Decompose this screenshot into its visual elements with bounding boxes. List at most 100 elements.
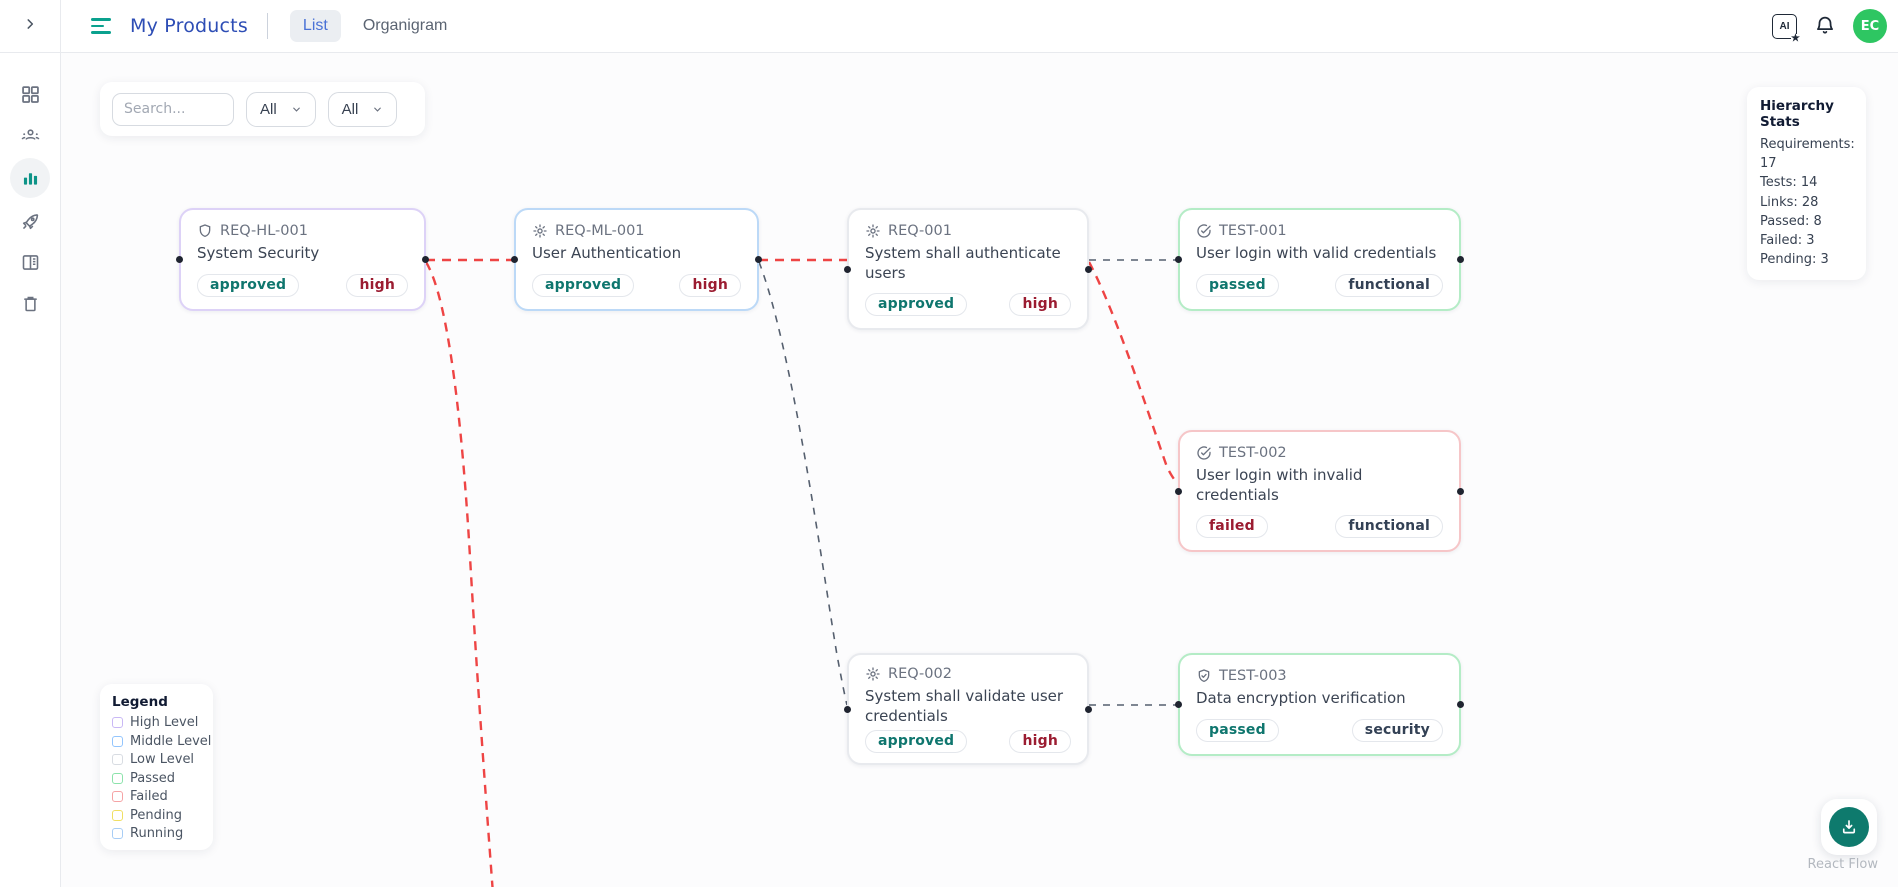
header-divider xyxy=(266,13,268,39)
node-handle-right[interactable] xyxy=(1457,700,1464,708)
sidebar-item-teams[interactable] xyxy=(10,117,50,153)
node-id: REQ-002 xyxy=(888,666,952,682)
legend-item-low-level: Low Level xyxy=(112,752,201,767)
edge-req001-test002 xyxy=(1087,261,1179,484)
node-handle-left[interactable] xyxy=(1175,255,1182,263)
node-id: TEST-003 xyxy=(1219,668,1287,684)
tag-badge: functional xyxy=(1335,515,1443,538)
chevron-right-icon xyxy=(27,19,34,29)
tab-organigram[interactable]: Organigram xyxy=(350,10,460,42)
tab-list[interactable]: List xyxy=(289,10,341,42)
shield-icon xyxy=(199,224,211,238)
tag-badge: high xyxy=(1009,293,1071,316)
legend-swatch xyxy=(112,735,123,747)
node-description: System shall validate user credentials xyxy=(865,687,1064,725)
flow-node-req-002[interactable]: REQ-002 System shall validate user crede… xyxy=(844,653,1092,765)
sidebar-item-launch[interactable] xyxy=(10,203,50,239)
download-button[interactable] xyxy=(1821,799,1877,855)
tag-badge: functional xyxy=(1335,273,1443,297)
node-handle-right[interactable] xyxy=(1085,705,1092,713)
node-id: TEST-001 xyxy=(1219,223,1287,239)
flow-node-test-003[interactable]: TEST-003 Data encryption verification pa… xyxy=(1175,653,1464,756)
node-id: REQ-ML-001 xyxy=(555,223,645,239)
node-handle-right[interactable] xyxy=(422,255,429,263)
node-id: TEST-002 xyxy=(1219,445,1287,461)
sidebar-expand-button[interactable] xyxy=(15,11,45,41)
legend-swatch xyxy=(112,828,123,839)
tag-badge: security xyxy=(1351,718,1443,742)
stats-pending: Pending: 3 xyxy=(1760,252,1829,268)
node-id-row: REQ-001 xyxy=(865,223,1071,239)
chevron-down-icon xyxy=(374,107,382,112)
filter-toolbar: All All xyxy=(100,82,425,136)
sidebar-item-analytics[interactable] xyxy=(10,158,50,198)
flow-canvas[interactable]: REQ-HL-001 System Security approved high… xyxy=(61,53,1898,887)
node-handle-right[interactable] xyxy=(1085,265,1092,273)
flow-node-req-hl-001[interactable]: REQ-HL-001 System Security approved high xyxy=(176,208,429,311)
filter-value: All xyxy=(341,100,359,118)
tag-badge: high xyxy=(679,273,741,297)
filter-dropdown-1[interactable]: All xyxy=(246,91,316,127)
node-badges: approved high xyxy=(532,273,741,297)
stats-failed: Failed: 3 xyxy=(1760,233,1815,249)
stats-requirements: Requirements: 17 xyxy=(1760,137,1855,172)
sidebar-item-documentation[interactable] xyxy=(10,244,50,280)
node-handle-left[interactable] xyxy=(844,705,851,713)
legend-item-high-level: High Level xyxy=(112,715,201,730)
filter-dropdown-2[interactable]: All xyxy=(327,91,398,127)
legend-swatch xyxy=(112,717,123,728)
node-id-row: REQ-HL-001 xyxy=(197,223,408,239)
flow-node-test-002[interactable]: TEST-002 User login with invalid credent… xyxy=(1175,430,1464,552)
node-badges: approved high xyxy=(865,293,1071,316)
node-description: Data encryption verification xyxy=(1196,689,1406,707)
stats-links: Links: 28 xyxy=(1760,194,1819,210)
status-badge: passed xyxy=(1196,273,1279,297)
search-input[interactable] xyxy=(112,92,234,126)
top-header: My Products List Organigram AI★ EC xyxy=(61,0,1898,53)
node-handle-left[interactable] xyxy=(511,255,518,263)
node-handle-right[interactable] xyxy=(1457,255,1464,263)
sidebar-item-dashboard[interactable] xyxy=(10,76,50,112)
stats-passed: Passed: 8 xyxy=(1760,213,1822,229)
edge-reqml001-req002 xyxy=(758,261,848,706)
node-handle-left[interactable] xyxy=(1175,700,1182,708)
legend-item-middle-level: Middle Level xyxy=(112,734,211,749)
node-id-row: TEST-001 xyxy=(1196,223,1443,239)
trash-icon xyxy=(23,296,37,311)
user-avatar[interactable]: EC xyxy=(1853,9,1887,43)
node-handle-left[interactable] xyxy=(844,265,851,273)
node-description: User login with invalid credentials xyxy=(1196,466,1363,504)
node-badges: approved high xyxy=(865,730,1071,753)
page-title: My Products xyxy=(130,15,248,37)
notifications-bell-icon[interactable] xyxy=(1814,14,1836,39)
flow-node-req-ml-001[interactable]: REQ-ML-001 User Authentication approved … xyxy=(511,208,762,311)
sidebar-item-trash[interactable] xyxy=(10,285,50,321)
node-handle-right[interactable] xyxy=(755,255,762,263)
legend-item-passed: Passed xyxy=(112,771,201,786)
check-circle-icon xyxy=(1197,224,1211,238)
ai-assistant-icon[interactable]: AI★ xyxy=(1772,13,1800,44)
edge-reqhl001-offscreen xyxy=(424,261,494,887)
flow-node-test-001[interactable]: TEST-001 User login with valid credentia… xyxy=(1175,208,1464,311)
rocket-icon xyxy=(22,213,38,229)
hamburger-menu-icon[interactable] xyxy=(91,18,113,34)
gear-icon xyxy=(533,224,547,238)
node-id-row: REQ-ML-001 xyxy=(532,223,741,239)
node-id: REQ-001 xyxy=(888,223,952,239)
legend-swatch xyxy=(112,754,123,765)
stats-tests: Tests: 14 xyxy=(1760,175,1818,191)
node-handle-left[interactable] xyxy=(176,255,183,263)
node-handle-left[interactable] xyxy=(1175,487,1182,495)
react-flow-attribution[interactable]: React Flow xyxy=(1807,857,1878,872)
chevron-down-icon xyxy=(292,107,300,112)
flow-node-req-001[interactable]: REQ-001 System shall authenticate users … xyxy=(844,208,1092,330)
people-icon xyxy=(21,128,39,140)
status-badge: approved xyxy=(532,273,635,297)
node-description: System shall authenticate users xyxy=(865,244,1061,282)
status-badge: passed xyxy=(1196,718,1279,742)
legend-panel: Legend High Level Middle Level Low Level… xyxy=(100,684,213,850)
legend-swatch xyxy=(112,791,123,802)
node-badges: approved high xyxy=(197,273,408,297)
check-circle-icon xyxy=(1197,446,1211,460)
node-handle-right[interactable] xyxy=(1457,487,1464,495)
